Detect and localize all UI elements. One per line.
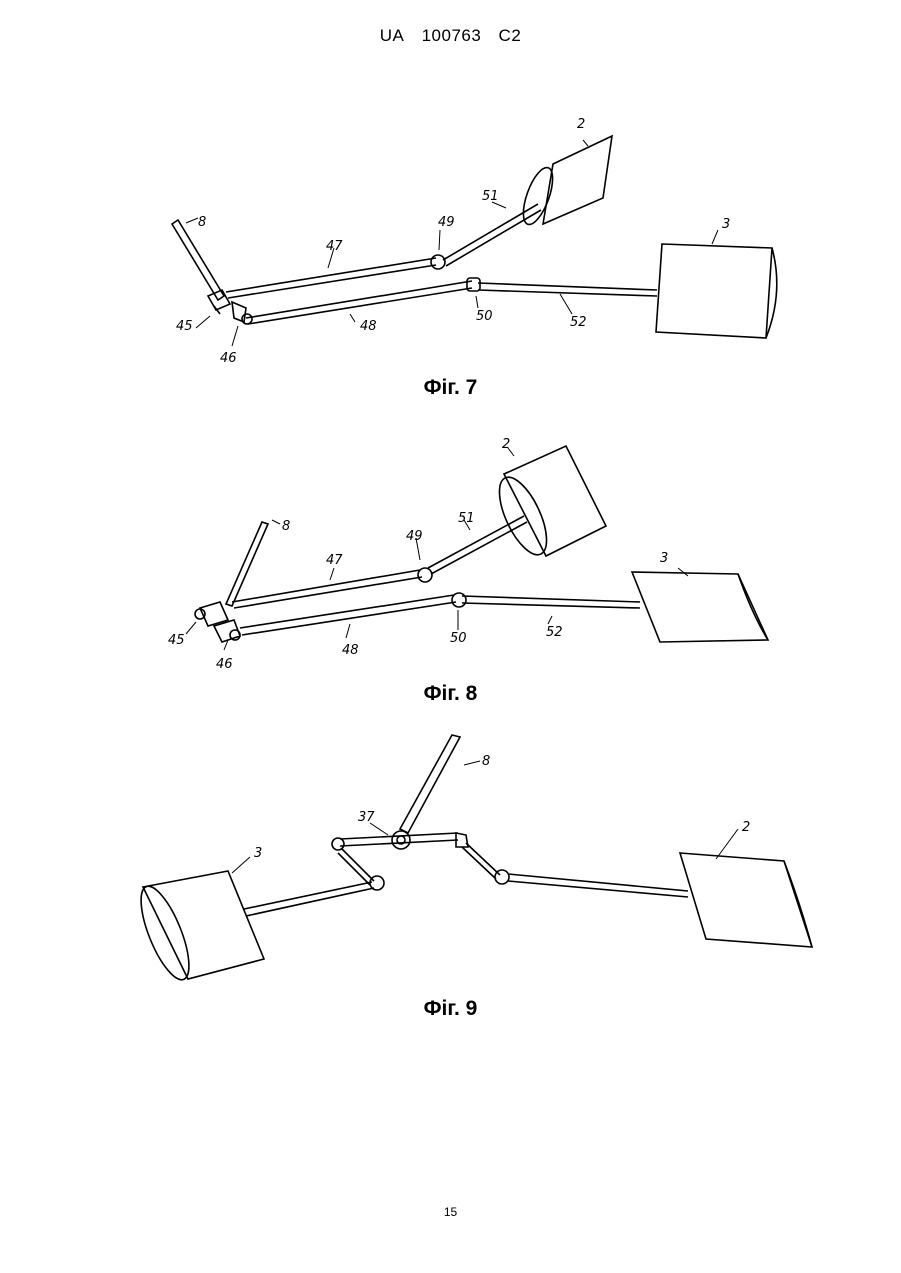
rod-47 — [232, 570, 422, 608]
link-left — [338, 849, 374, 885]
link-right — [462, 843, 500, 879]
rod-left — [244, 882, 374, 916]
fig7-label-50: 50 — [476, 309, 493, 324]
joint-right — [495, 870, 509, 884]
header-country: UA — [380, 26, 405, 45]
figure-9-drawing: 8 37 3 2 — [0, 725, 901, 1025]
fig7-label-49: 49 — [438, 215, 455, 230]
fig7-label-8: 8 — [198, 215, 206, 230]
fig9-label-2: 2 — [742, 820, 750, 835]
rod-52 — [462, 596, 640, 608]
joint-49 — [418, 568, 432, 582]
fig8-label-3: 3 — [660, 551, 668, 566]
rod-48 — [246, 281, 472, 324]
surface-2-face — [543, 136, 612, 224]
control-lever-8 — [400, 735, 460, 833]
fig7-label-46: 46 — [220, 351, 237, 366]
fig7-label-47: 47 — [326, 239, 343, 254]
fig8-label-2: 2 — [502, 437, 510, 452]
figure-8-drawing: 8 2 3 49 51 47 50 52 48 46 45 — [0, 430, 901, 720]
pivot-46 — [242, 314, 252, 324]
control-lever-8 — [172, 220, 224, 300]
control-lever-8 — [226, 522, 268, 606]
rod-51 — [428, 516, 527, 574]
fig8-label-49: 49 — [406, 529, 423, 544]
surface-3 — [143, 871, 264, 979]
rod-51 — [443, 204, 541, 266]
fig7-label-48: 48 — [360, 319, 377, 334]
figure-7-drawing: 8 2 3 49 51 47 50 52 48 46 45 — [0, 100, 901, 400]
pivot-left — [332, 838, 344, 850]
fig9-label-8: 8 — [482, 754, 490, 769]
fig9-label-37: 37 — [358, 810, 375, 825]
surface-2 — [680, 853, 812, 947]
fig8-label-46: 46 — [216, 657, 233, 672]
joint-37 — [392, 831, 410, 849]
header-kind: C2 — [499, 26, 522, 45]
fig8-label-45: 45 — [168, 633, 185, 648]
fig7-label-2: 2 — [577, 117, 585, 132]
patent-header: UA 100763 C2 — [0, 26, 901, 46]
fig7-label-52: 52 — [570, 315, 587, 330]
figure-7: 8 2 3 49 51 47 50 52 48 46 45 Фіг. 7 — [0, 100, 901, 400]
fig8-label-51: 51 — [458, 511, 475, 526]
fig8-label-48: 48 — [342, 643, 359, 658]
surface-3 — [656, 244, 772, 338]
fig8-label-8: 8 — [282, 519, 290, 534]
figure-8: 8 2 3 49 51 47 50 52 48 46 45 Фіг. 8 — [0, 430, 901, 720]
fig7-label-45: 45 — [176, 319, 193, 334]
figure-8-caption: Фіг. 8 — [0, 682, 901, 706]
surface-3 — [632, 572, 768, 642]
joint-50 — [452, 593, 466, 607]
bracket-45 — [208, 290, 246, 322]
surface-2-face — [504, 446, 606, 556]
surface-2-edge — [517, 164, 558, 228]
figure-9-caption: Фіг. 9 — [0, 997, 901, 1021]
rod-right — [508, 874, 688, 897]
header-number: 100763 — [422, 26, 482, 45]
joint-49 — [431, 255, 445, 269]
rod-52 — [478, 283, 657, 296]
page-number: 15 — [0, 1205, 901, 1219]
fig8-label-52: 52 — [546, 625, 563, 640]
fig7-label-3: 3 — [722, 217, 730, 232]
figure-9: 8 37 3 2 Фіг. 9 — [0, 725, 901, 1025]
fig8-label-50: 50 — [450, 631, 467, 646]
figure-7-caption: Фіг. 7 — [0, 376, 901, 400]
fig7-label-51: 51 — [482, 189, 499, 204]
fig9-label-3: 3 — [254, 846, 262, 861]
fig8-label-47: 47 — [326, 553, 343, 568]
